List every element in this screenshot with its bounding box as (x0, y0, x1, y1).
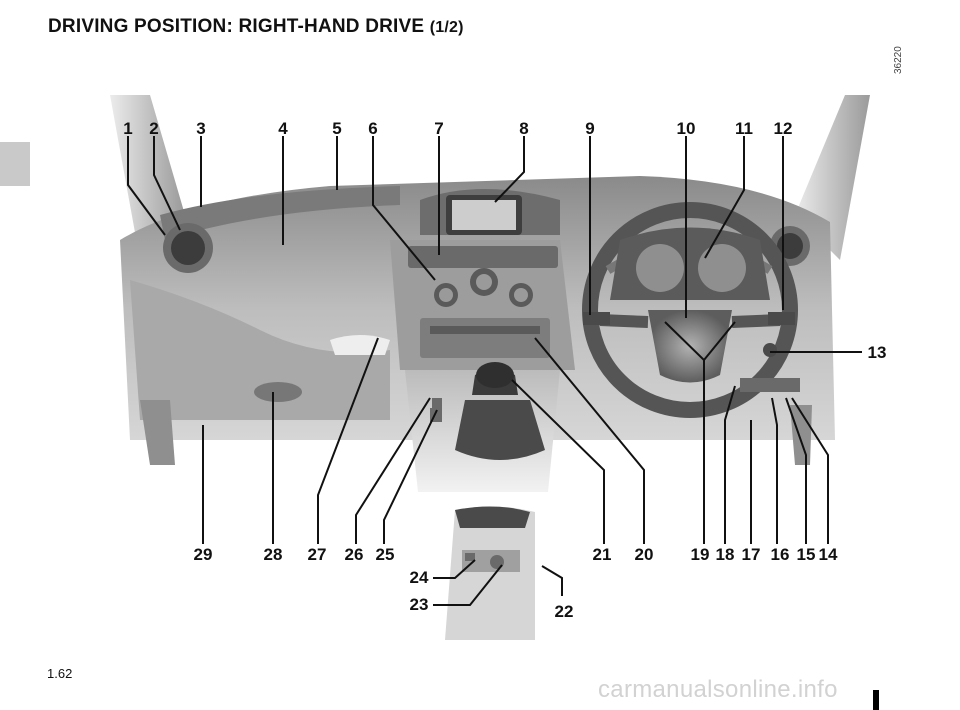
watermark: carmanualsonline.info (598, 676, 838, 703)
callout-11: 11 (735, 119, 753, 138)
callout-18: 18 (716, 545, 735, 564)
callout-3: 3 (196, 119, 205, 138)
leader-lines (127, 136, 862, 606)
callout-26: 26 (345, 545, 364, 564)
callout-24: 24 (410, 568, 429, 587)
callout-2: 2 (149, 119, 158, 138)
callout-17: 17 (742, 545, 761, 564)
callout-7: 7 (434, 119, 443, 138)
callout-19: 19 (691, 545, 710, 564)
end-of-section-mark (873, 690, 879, 710)
callout-27: 27 (308, 545, 327, 564)
dashboard-body (110, 95, 870, 640)
callout-4: 4 (278, 119, 288, 138)
callout-14: 14 (819, 545, 838, 564)
callout-15: 15 (797, 545, 816, 564)
callout-20: 20 (635, 545, 654, 564)
callout-1: 1 (123, 119, 132, 138)
page-number: 1.62 (47, 666, 73, 681)
callout-28: 28 (264, 545, 283, 564)
callout-16: 16 (771, 545, 790, 564)
callout-25: 25 (376, 545, 395, 564)
callout-labels: 1 2 3 4 5 6 7 8 9 10 11 12 13 14 15 16 1… (123, 119, 886, 621)
callout-23: 23 (410, 595, 429, 614)
callout-12: 12 (774, 119, 793, 138)
callout-29: 29 (194, 545, 213, 564)
callout-5: 5 (332, 119, 341, 138)
callout-13: 13 (868, 343, 887, 362)
callout-8: 8 (519, 119, 528, 138)
section-tab (0, 142, 30, 186)
callout-22: 22 (555, 602, 574, 621)
page-title: DRIVING POSITION: RIGHT-HAND DRIVE (1/2) (48, 16, 464, 38)
callout-9: 9 (585, 119, 594, 138)
callout-21: 21 (593, 545, 612, 564)
callout-10: 10 (677, 119, 696, 138)
title-text: DRIVING POSITION: RIGHT-HAND DRIVE (48, 16, 425, 37)
callout-6: 6 (368, 119, 377, 138)
title-part-indicator: (1/2) (429, 19, 464, 36)
